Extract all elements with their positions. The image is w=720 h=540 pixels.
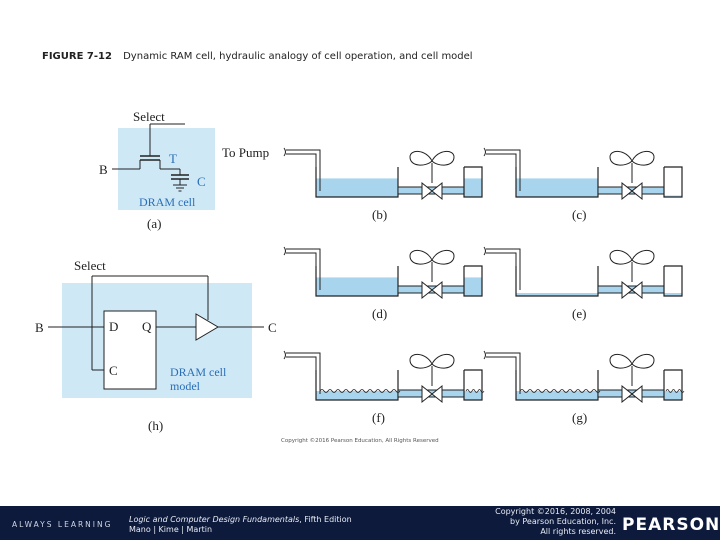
- storage-tank: [515, 167, 599, 198]
- always-learning-text: ALWAYS LEARNING: [12, 520, 113, 529]
- panel-h-q-label: Q: [142, 319, 152, 334]
- storage-tank: [315, 370, 399, 401]
- tank-tag: (c): [572, 207, 586, 222]
- figure-title: FIGURE 7-12 Dynamic RAM cell, hydraulic …: [42, 51, 473, 62]
- panel-h-select-label: Select: [74, 258, 106, 273]
- panel-h-tag: (h): [148, 418, 163, 433]
- copyright-line-3: All rights reserved.: [540, 527, 616, 536]
- pump-pipe: [486, 248, 521, 290]
- water-ripple: [519, 389, 601, 393]
- pump-pipe: [286, 352, 321, 394]
- pearson-logo: PEARSON: [622, 515, 720, 535]
- dram-diagram: Select B T C DRAM cell (a) To Pump Selec…: [35, 109, 685, 444]
- figure-caption: Dynamic RAM cell, hydraulic analogy of c…: [123, 51, 473, 62]
- water-ripple: [319, 389, 401, 393]
- footer-copyright: Copyright ©2016, 2008, 2004 by Pearson E…: [470, 507, 616, 537]
- pump-pipe: [286, 149, 321, 191]
- capacitor-tank: [463, 265, 483, 297]
- tank-water: [516, 178, 598, 197]
- tank-tag: (f): [372, 410, 385, 425]
- valve-handle-icon: [409, 354, 455, 369]
- capacitor-tank-water: [464, 277, 482, 296]
- capacitor-tank: [663, 369, 683, 401]
- panel-h-background: [62, 283, 252, 398]
- panel-h-d-label: D: [109, 319, 118, 334]
- valve-icon: [421, 384, 443, 404]
- panel-h-c-output-label: C: [268, 320, 277, 335]
- panel-a-t-label: T: [169, 151, 177, 166]
- panel-h-model-line2: model: [170, 379, 201, 393]
- tank-tag: (g): [572, 410, 587, 425]
- capacitor-tank-water: [664, 195, 682, 197]
- capacitor-tank-water: [464, 391, 482, 400]
- tank-panel-4: (e): [483, 246, 683, 321]
- book-info: Logic and Computer Design Fundamentals, …: [129, 515, 352, 535]
- panel-a-dram-cell: Select B T C DRAM cell (a) To Pump: [99, 109, 269, 231]
- capacitor-tank: [463, 369, 483, 401]
- valve-icon: [421, 280, 443, 300]
- tank-water: [516, 391, 598, 400]
- panel-a-b-label: B: [99, 162, 108, 177]
- tank-water: [316, 178, 398, 197]
- valve-handle-icon: [409, 250, 455, 265]
- valve-handle-icon: [609, 250, 655, 265]
- storage-tank: [315, 167, 399, 198]
- panel-a-select-label: Select: [133, 109, 165, 124]
- capacitor-tank-water: [664, 391, 682, 400]
- valve-icon: [621, 384, 643, 404]
- tank-panel-1: (b): [283, 147, 483, 222]
- figure-number: FIGURE 7-12: [42, 51, 112, 62]
- panel-h-dram-model: Select B D Q C C DRAM cell model (h): [35, 258, 277, 433]
- book-edition: , Fifth Edition: [299, 515, 352, 524]
- tank-panel-6: (g): [483, 350, 685, 425]
- tank-tag: (e): [572, 306, 586, 321]
- tank-panel-2: (c): [483, 147, 683, 222]
- capacitor-tank-water: [464, 178, 482, 197]
- tank-tag: (b): [372, 207, 387, 222]
- panel-a-c-label: C: [197, 174, 206, 189]
- capacitor-tank-water: [664, 293, 682, 296]
- tank-tag: (d): [372, 306, 387, 321]
- pump-pipe: [486, 352, 521, 394]
- storage-tank: [315, 266, 399, 297]
- valve-icon: [621, 280, 643, 300]
- storage-tank: [515, 266, 599, 297]
- panel-h-model-line1: DRAM cell: [170, 365, 227, 379]
- valve-icon: [421, 181, 443, 201]
- valve-icon: [621, 181, 643, 201]
- copyright-line-1: Copyright ©2016, 2008, 2004: [495, 507, 616, 516]
- tank-water: [316, 391, 398, 400]
- to-pump-label: To Pump: [222, 145, 269, 160]
- footer-bar: ALWAYS LEARNING Logic and Computer Desig…: [0, 506, 720, 540]
- tank-panel-3: (d): [283, 246, 483, 321]
- book-authors: Mano | Kime | Martin: [129, 525, 213, 534]
- tank-water: [516, 293, 598, 296]
- storage-tank: [515, 370, 599, 401]
- panel-h-c-input-label: C: [109, 363, 118, 378]
- valve-handle-icon: [609, 354, 655, 369]
- capacitor-tank: [663, 166, 683, 198]
- panel-h-b-label: B: [35, 320, 44, 335]
- hydraulic-analogy: (b) (c) (d) (e) (f) (g): [283, 147, 685, 425]
- capacitor-tank: [463, 166, 483, 198]
- panel-a-cell-label: DRAM cell: [139, 195, 196, 209]
- copyright-line-2: by Pearson Education, Inc.: [510, 517, 616, 526]
- tank-water: [316, 277, 398, 296]
- capacitor-tank: [663, 265, 683, 297]
- tank-panel-5: (f): [283, 350, 485, 425]
- valve-handle-icon: [609, 151, 655, 166]
- valve-handle-icon: [409, 151, 455, 166]
- panel-a-tag: (a): [147, 216, 161, 231]
- tristate-buffer: [195, 313, 219, 341]
- book-title: Logic and Computer Design Fundamentals: [129, 515, 300, 524]
- d-latch-box: [103, 310, 157, 390]
- pump-pipe: [286, 248, 321, 290]
- pump-pipe: [486, 149, 521, 191]
- figure-copyright: Copyright ©2016 Pearson Education, All R…: [281, 437, 439, 444]
